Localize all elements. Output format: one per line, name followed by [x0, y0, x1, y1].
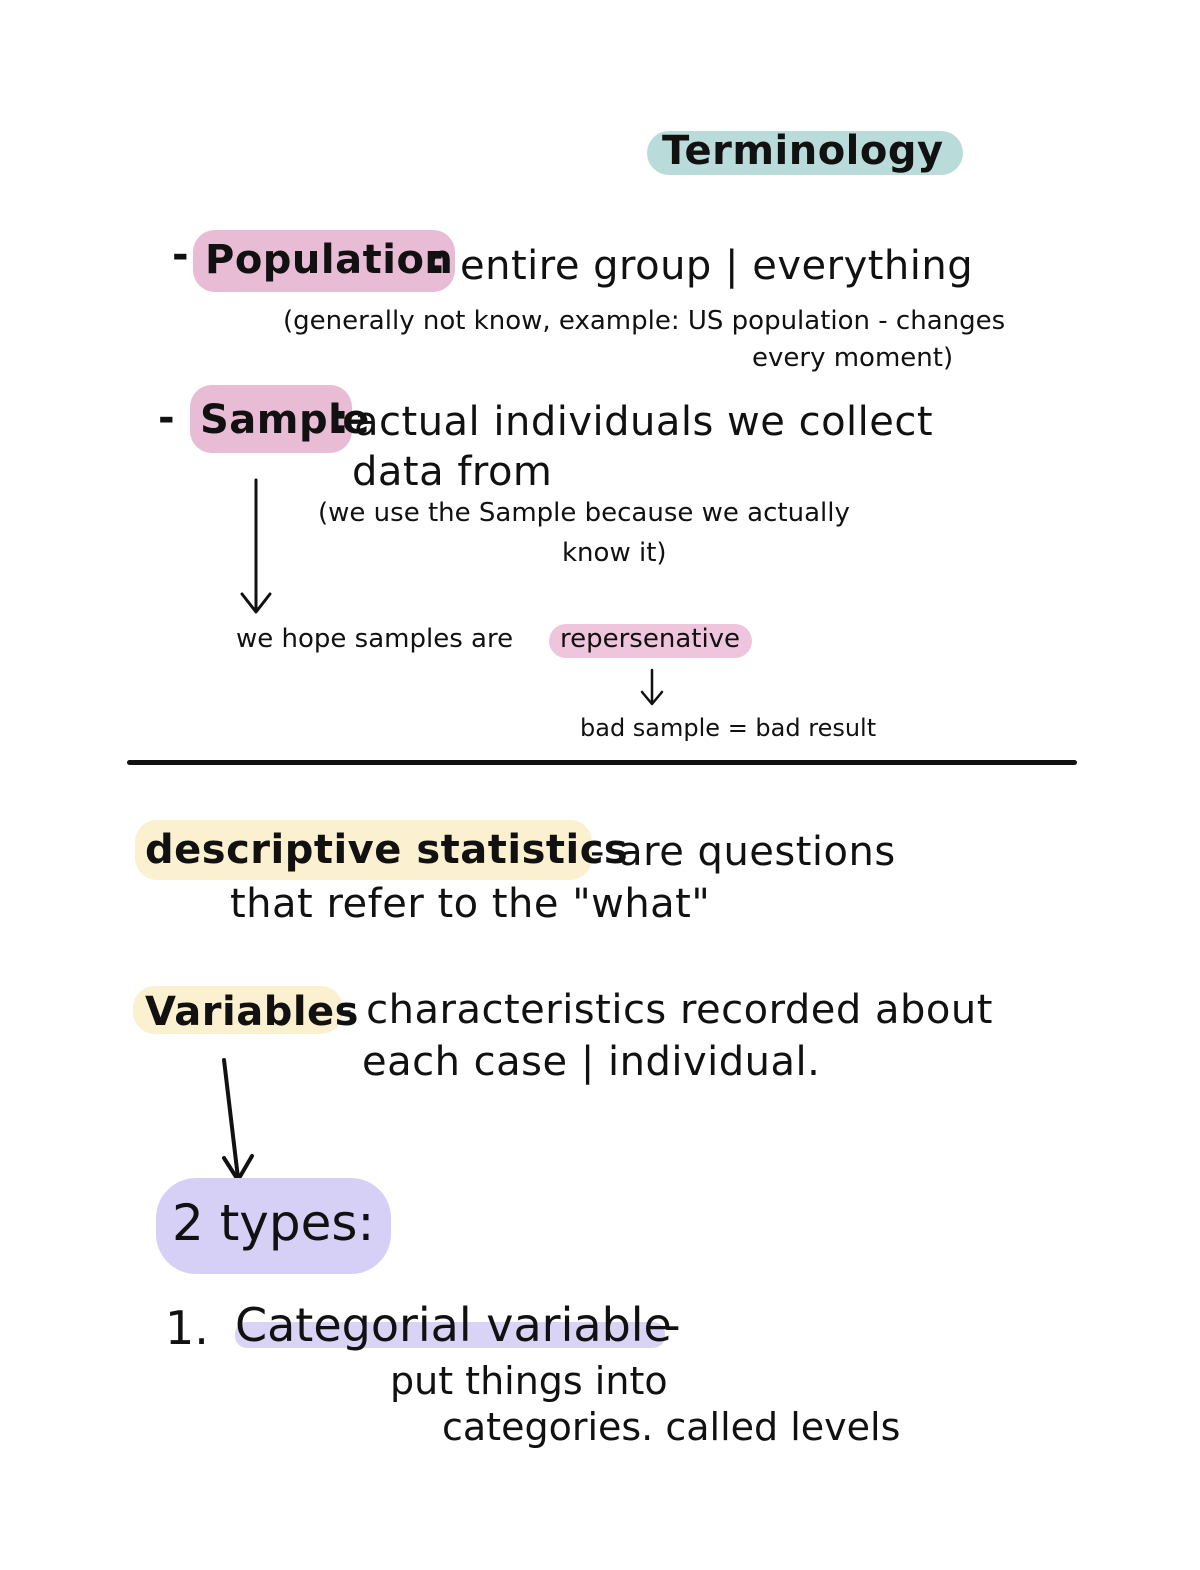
descriptive-def-line2: that refer to the "what": [230, 881, 711, 927]
sample-note-line2: know it): [562, 538, 667, 568]
representative-prefix: we hope samples are: [236, 624, 514, 654]
sample-term: Sample: [200, 397, 370, 443]
title-highlight: [647, 131, 963, 175]
sample-highlight: [190, 385, 352, 453]
population-definition: entire group | everything: [460, 243, 974, 289]
section-divider: [127, 760, 1077, 765]
population-dash: -: [172, 232, 190, 278]
types-heading: 2 types:: [172, 1194, 375, 1252]
variables-def-line1: - characteristics recorded about: [338, 987, 993, 1033]
variables-highlight: [133, 986, 343, 1034]
population-highlight: [193, 230, 455, 292]
representative-down-arrow-icon: [640, 668, 664, 706]
categorical-number: 1.: [165, 1301, 209, 1355]
representative-highlight: [549, 624, 752, 658]
population-colon: :: [430, 237, 447, 283]
types-highlight: [156, 1178, 391, 1274]
sample-note-line1: (we use the Sample because we actually: [318, 498, 850, 528]
descriptive-term: descriptive statistics: [145, 827, 629, 873]
sample-def-line1: actual individuals we collect: [354, 399, 934, 445]
categorical-highlight: [235, 1322, 665, 1348]
representative-term: repersenative: [560, 624, 741, 654]
variables-term: Variables: [145, 989, 359, 1035]
variables-def-line2: each case | individual.: [362, 1039, 821, 1085]
population-term: Population: [205, 237, 454, 283]
categorical-line3: categories. called levels: [442, 1405, 901, 1449]
categorical-term: Categorial variable: [235, 1298, 672, 1352]
population-note-line2: every moment): [752, 343, 954, 373]
descriptive-def-line1: - are questions: [590, 829, 896, 875]
sample-dash: -: [158, 395, 176, 441]
sample-colon: :: [333, 397, 350, 443]
representative-result: bad sample = bad result: [580, 714, 877, 742]
categorical-dash: -: [664, 1298, 681, 1352]
variables-down-arrow-icon: [222, 1058, 254, 1182]
sample-def-line2: data from: [352, 449, 553, 495]
sample-down-arrow-icon: [240, 478, 272, 614]
categorical-line2: put things into: [390, 1359, 668, 1403]
descriptive-highlight: [135, 820, 592, 880]
page-title: Terminology: [662, 128, 944, 174]
population-note-line1: (generally not know, example: US populat…: [283, 306, 1006, 336]
